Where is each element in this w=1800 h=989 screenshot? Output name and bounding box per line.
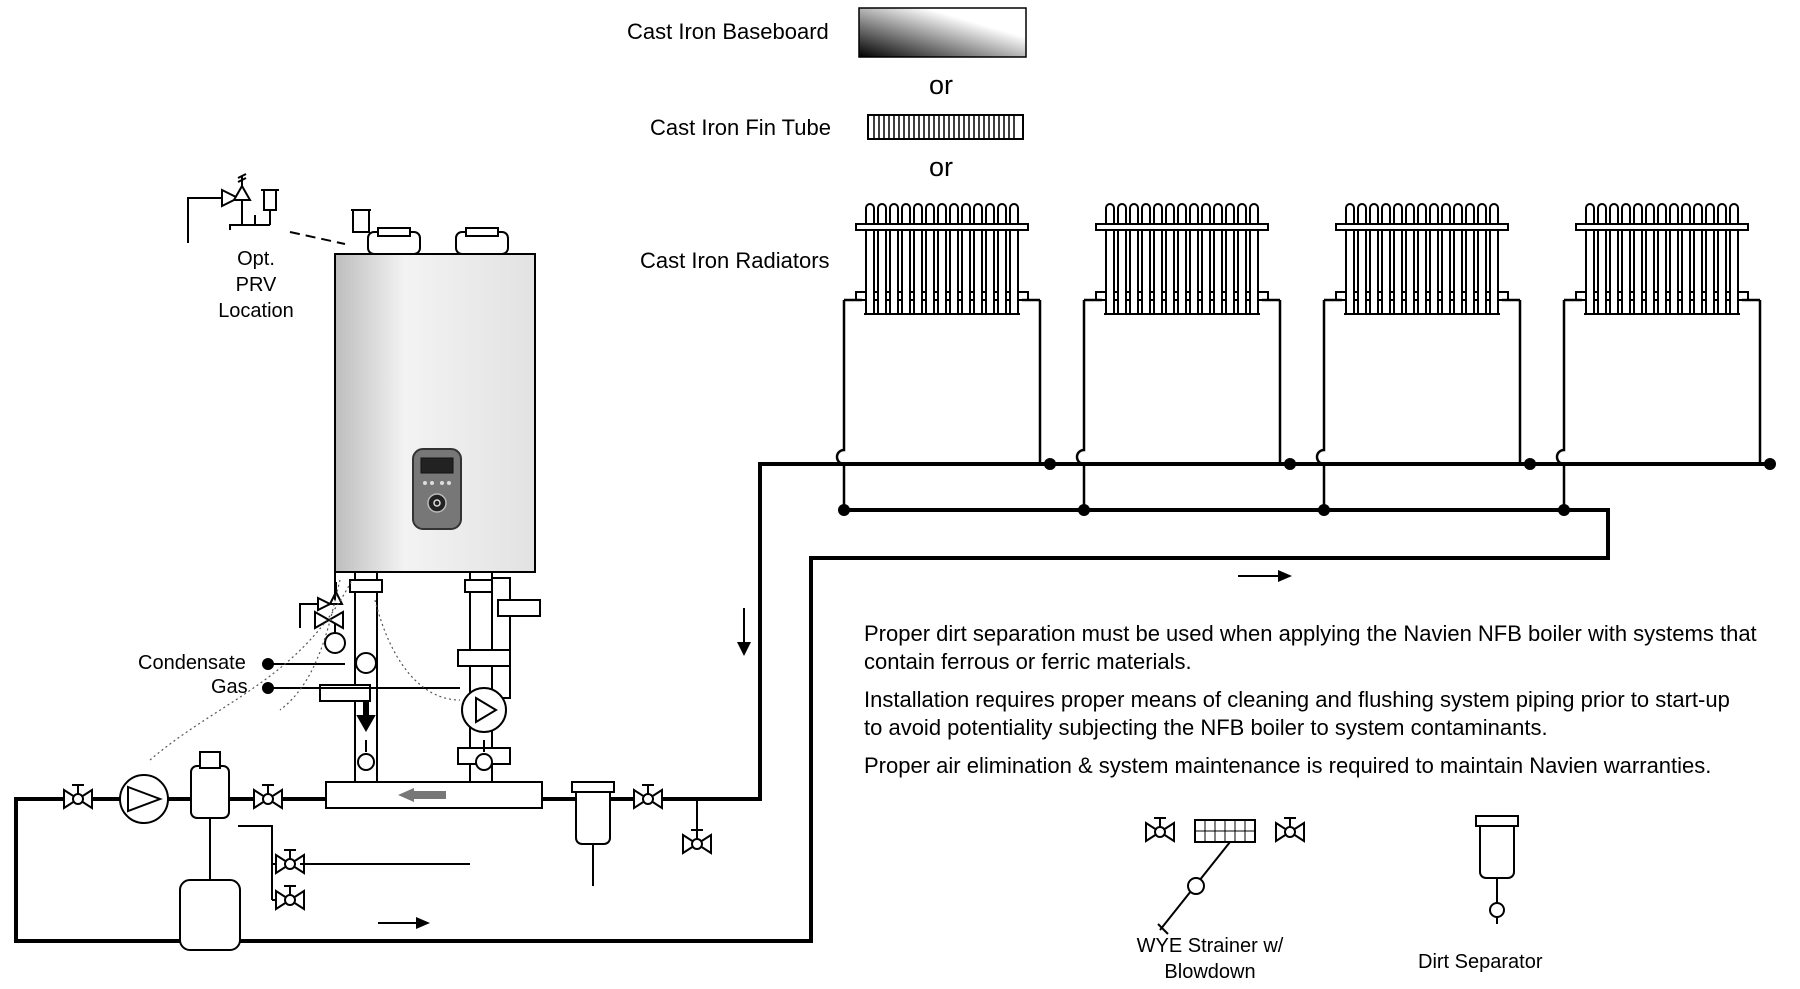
note-air-elimination: Proper air elimination & system maintena… (864, 753, 1712, 778)
low-loss-header (325, 781, 543, 809)
condensate-label: Condensate (138, 652, 246, 674)
dirt-separator-icon (1475, 815, 1519, 924)
baseboard-label: Cast Iron Baseboard (627, 19, 829, 44)
gas-line (262, 682, 460, 694)
dirt-separator-label: Dirt Separator (1418, 951, 1543, 973)
boiler-near-piping (299, 560, 541, 788)
note-cleaning-flushing: Installation requires proper means of cl… (864, 687, 1730, 740)
boiler (334, 209, 536, 573)
condensate-line (262, 658, 345, 670)
wye-strainer-label-line-2: Blowdown (1164, 961, 1256, 983)
prv-label: Opt. PRV Location (206, 246, 306, 324)
note-dirt-separation: Proper dirt separation must be used when… (864, 621, 1757, 674)
wye-strainer-label: WYE Strainer w/ Blowdown (1110, 933, 1310, 985)
flow-arrow-right-lower (378, 917, 430, 929)
supply-main (668, 462, 1774, 801)
wye-strainer-icon (1145, 817, 1305, 935)
boiler-top-fittings (351, 209, 509, 255)
pipe-junctions (838, 458, 1776, 516)
or-separator-2: or (929, 152, 954, 182)
prv-label-line-2: PRV (235, 274, 277, 296)
baseboard-swatch (858, 7, 1027, 58)
flow-arrow-right-upper (1238, 570, 1292, 582)
radiator-2 (1095, 195, 1269, 315)
radiator-1 (855, 195, 1029, 315)
wye-strainer-label-line-1: WYE Strainer w/ (1136, 935, 1284, 957)
radiator-branches (835, 298, 1762, 510)
prv-label-line-3: Location (218, 300, 294, 322)
fin-tube-swatch (867, 114, 1024, 140)
fin-tube-label: Cast Iron Fin Tube (650, 115, 831, 140)
radiator-3 (1335, 195, 1509, 315)
flow-arrow-down (737, 608, 751, 656)
radiators-label: Cast Iron Radiators (640, 248, 830, 273)
or-separator-1: or (929, 70, 954, 100)
optional-prv-assembly (187, 173, 346, 245)
primary-loop-equipment (60, 751, 712, 951)
radiator-4 (1575, 195, 1749, 315)
dotted-connections (149, 579, 461, 761)
prv-label-line-1: Opt. (237, 248, 275, 270)
boiler-display (412, 448, 462, 530)
return-main (14, 508, 1610, 943)
gas-label: Gas (211, 676, 248, 698)
